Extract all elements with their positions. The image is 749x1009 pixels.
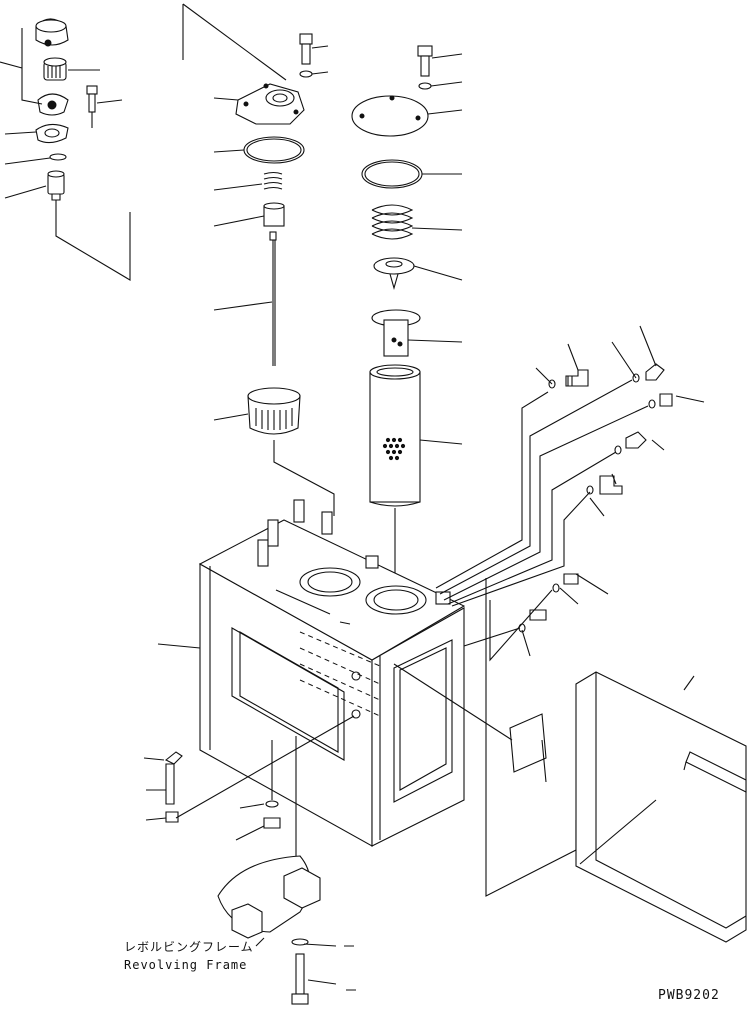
mount-bolt <box>255 937 337 1005</box>
spacer-collar <box>263 202 285 227</box>
strainer-rod <box>269 231 277 366</box>
elbow-fitting-7 <box>518 609 547 633</box>
center-leaders <box>213 45 335 516</box>
filter-bolt <box>417 45 433 90</box>
small-cover-plate <box>393 663 547 783</box>
cover-bolt <box>299 33 313 78</box>
cover-leader-lines <box>182 3 287 81</box>
revolving-frame-label-jp: レボルビングフレーム <box>124 940 254 954</box>
elbow-fitting-6 <box>552 573 579 593</box>
drawing-code: PWB9202 <box>658 988 720 1003</box>
filter-o-ring <box>361 159 423 189</box>
strainer-tube <box>371 309 421 357</box>
hydraulic-tank <box>198 499 466 847</box>
filter-leaders <box>394 53 463 580</box>
elbow-fitting-2 <box>632 363 665 383</box>
breather-element <box>43 57 67 81</box>
bypass-valve <box>373 257 415 291</box>
breather-body <box>37 93 69 116</box>
filter-cover <box>351 95 429 137</box>
elbow-fitting-3 <box>648 393 673 409</box>
strainer-spring <box>263 171 283 190</box>
breather-cap <box>35 18 69 47</box>
revolving-frame-mount <box>217 855 321 939</box>
breather-leaders <box>0 28 131 281</box>
misc-marks <box>344 945 356 991</box>
suction-strainer <box>247 387 301 435</box>
piping-lines <box>435 379 649 897</box>
breather-bolt <box>86 85 98 113</box>
top-cover-plate <box>235 83 305 125</box>
filter-element <box>369 364 421 507</box>
tank-drain-fittings <box>143 643 355 880</box>
side-cover-plate <box>575 671 747 943</box>
filter-spring <box>371 204 414 240</box>
cover-o-ring <box>243 136 305 164</box>
breather-adapter <box>47 170 65 201</box>
elbow-fitting-1 <box>548 369 589 389</box>
elbow-fittings <box>518 325 705 657</box>
revolving-frame-label-en: Revolving Frame <box>124 958 248 972</box>
breather-snap-ring <box>49 153 67 161</box>
elbow-fitting-5 <box>586 475 623 495</box>
elbow-fitting-4 <box>614 431 647 455</box>
breather-gasket <box>35 123 69 144</box>
